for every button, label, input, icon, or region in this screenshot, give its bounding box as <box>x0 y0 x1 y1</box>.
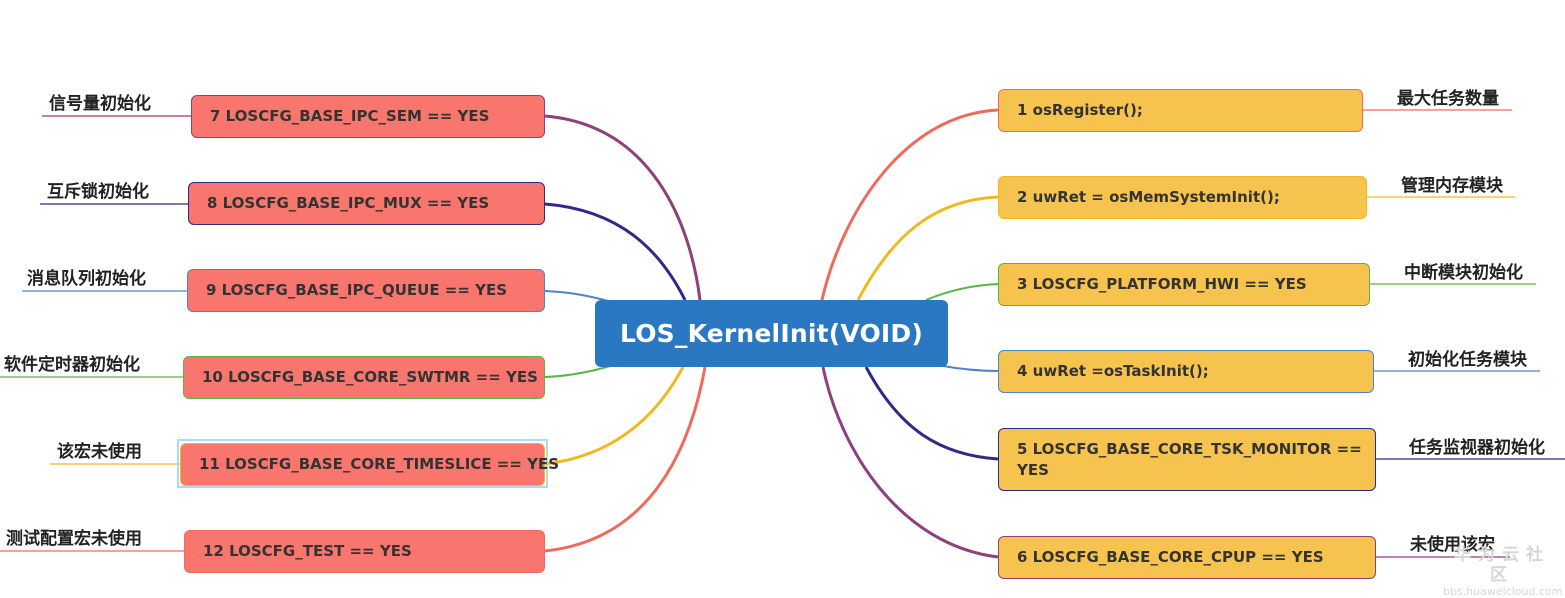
branch-line-8 <box>544 202 687 301</box>
branch-line-4 <box>942 365 999 372</box>
note-mem-system-init[interactable]: 管理内存模块 <box>1401 176 1503 196</box>
node-test[interactable]: 12 LOSCFG_TEST == YES <box>184 530 545 573</box>
node-platform-hwi[interactable]: 3 LOSCFG_PLATFORM_HWI == YES <box>998 263 1370 306</box>
branch-line-1 <box>820 108 999 301</box>
watermark-url: bbs.huaweicloud.com <box>1443 585 1563 598</box>
node-core-cpup[interactable]: 6 LOSCFG_BASE_CORE_CPUP == YES <box>998 536 1376 579</box>
branch-line-3 <box>925 283 999 301</box>
node-task-init[interactable]: 4 uwRet =osTaskInit(); <box>998 350 1374 393</box>
note-task-init[interactable]: 初始化任务模块 <box>1408 350 1527 370</box>
node-ipc-queue[interactable]: 9 LOSCFG_BASE_IPC_QUEUE == YES <box>187 269 545 312</box>
branch-line-6 <box>821 366 999 559</box>
note-ipc-mux[interactable]: 互斥锁初始化 <box>47 182 149 202</box>
node-core-timeslice[interactable]: 11 LOSCFG_BASE_CORE_TIMESLICE == YES <box>180 443 559 486</box>
node-tsk-monitor[interactable]: 5 LOSCFG_BASE_CORE_TSK_MONITOR == YES <box>998 428 1376 491</box>
note-platform-hwi[interactable]: 中断模块初始化 <box>1404 263 1523 283</box>
branch-line-11 <box>544 366 685 466</box>
watermark-title: 华为云社区 <box>1454 545 1550 585</box>
node-ipc-sem[interactable]: 7 LOSCFG_BASE_IPC_SEM == YES <box>191 95 545 138</box>
node-os-register[interactable]: 1 osRegister(); <box>998 89 1363 132</box>
selection-outline <box>177 439 548 488</box>
note-test[interactable]: 测试配置宏未使用 <box>6 529 142 549</box>
branch-line-10 <box>544 365 611 378</box>
note-ipc-sem[interactable]: 信号量初始化 <box>49 94 151 114</box>
central-topic[interactable]: LOS_KernelInit(VOID) <box>595 300 948 367</box>
note-core-swtmr[interactable]: 软件定时器初始化 <box>4 355 140 375</box>
branch-line-7 <box>544 114 702 301</box>
branch-line-2 <box>856 195 999 301</box>
branch-line-5 <box>864 366 999 461</box>
branch-connectors <box>0 108 1565 559</box>
branch-line-12 <box>544 366 707 553</box>
node-mem-system-init[interactable]: 2 uwRet = osMemSystemInit(); <box>998 176 1367 219</box>
watermark: 华为云社区 bbs.huaweicloud.com <box>1443 545 1563 598</box>
note-os-register[interactable]: 最大任务数量 <box>1397 89 1499 109</box>
node-core-swtmr[interactable]: 10 LOSCFG_BASE_CORE_SWTMR == YES <box>183 356 545 399</box>
note-ipc-queue[interactable]: 消息队列初始化 <box>27 269 146 289</box>
note-tsk-monitor[interactable]: 任务监视器初始化 <box>1409 438 1545 458</box>
note-core-cpup[interactable]: 未使用该宏 <box>1410 535 1495 555</box>
note-core-timeslice[interactable]: 该宏未使用 <box>57 442 142 462</box>
node-ipc-mux[interactable]: 8 LOSCFG_BASE_IPC_MUX == YES <box>188 182 545 225</box>
